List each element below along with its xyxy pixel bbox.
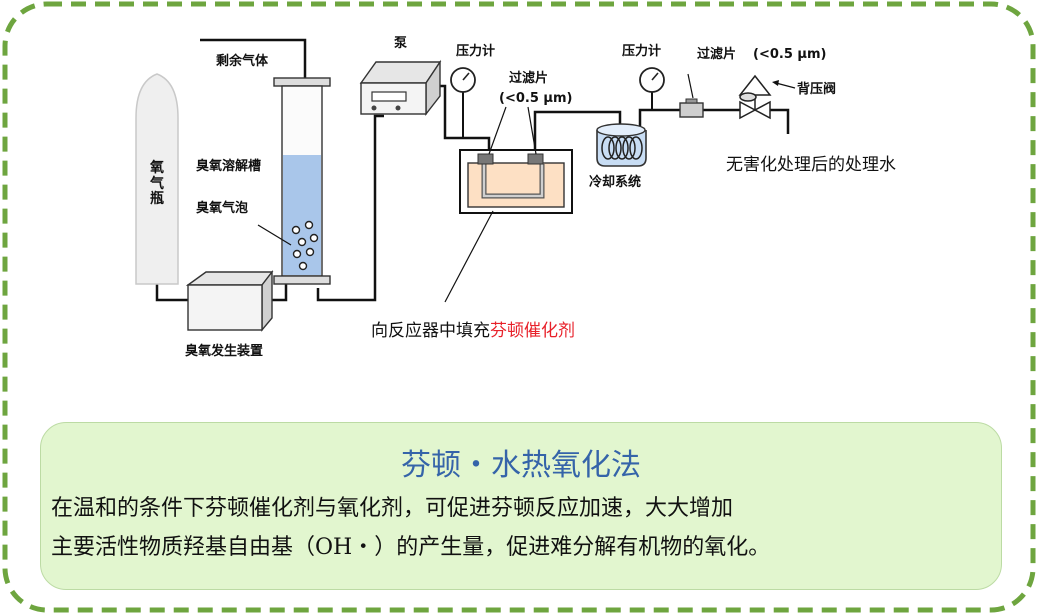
ozone-dissolution-tank <box>273 77 331 285</box>
filter-1-spec: (<0.5 μm) <box>499 91 573 106</box>
pressure-gauge-1-label: 压力计 <box>456 44 496 59</box>
pump-label: 泵 <box>394 36 408 51</box>
ozone-bubbles-label: 臭氧气泡 <box>196 201 249 216</box>
reactor-pointer <box>444 210 494 303</box>
filter-1-label: 过滤片 <box>509 71 549 86</box>
oxygen-bottle-label: 氧气瓶 <box>150 160 164 208</box>
reactor-outlet-pipe <box>533 110 622 160</box>
reactor-note-prefix: 向反应器中填充 <box>371 321 490 341</box>
filter-1b-icon <box>527 153 544 165</box>
cooling-system-label: 冷却系统 <box>589 175 642 190</box>
panel-title: 芬顿・水热氧化法 <box>401 448 641 483</box>
bubble-pointer <box>257 224 292 246</box>
residual-gas-pipe <box>200 38 307 78</box>
cooling-system <box>596 123 647 167</box>
cooling-outlet-pipe <box>638 108 680 126</box>
ozone-generator <box>185 269 274 332</box>
filter-2-spec: (<0.5 μm) <box>753 47 827 62</box>
residual-gas-label: 剩余气体 <box>216 54 269 69</box>
tank-to-pump-pipe <box>316 114 384 302</box>
ozone-bubbles <box>291 220 319 271</box>
treated-water-label: 无害化处理后的处理水 <box>726 155 896 175</box>
back-pressure-valve-icon <box>738 74 772 120</box>
panel-text-line-2: 主要活性物质羟基自由基（OH・）的产生量，促进难分解有机物的氧化。 <box>51 535 771 560</box>
valve-outlet-pipe <box>770 108 790 134</box>
panel-text-line-1: 在温和的条件下芬顿催化剂与氧化剂，可促进芬顿反应加速，大大增加 <box>51 496 734 521</box>
pump <box>359 59 442 117</box>
filter-2-label: 过滤片 <box>697 47 737 62</box>
filter-2-icon <box>679 98 704 118</box>
filter-1-icon <box>477 153 494 165</box>
pressure-gauge-2-label: 压力计 <box>622 44 662 59</box>
oxygen-bottle <box>135 73 179 285</box>
ozone-tank-label: 臭氧溶解槽 <box>196 159 262 174</box>
description-panel: 芬顿・水热氧化法 在温和的条件下芬顿催化剂与氧化剂，可促进芬顿反应加速，大大增加… <box>40 422 1002 590</box>
pressure-gauge-2-icon <box>639 67 665 93</box>
back-pressure-valve-label: 背压阀 <box>797 82 837 97</box>
reactor-note: 向反应器中填充芬顿催化剂 <box>371 323 575 340</box>
reactor-note-highlight: 芬顿催化剂 <box>490 321 575 341</box>
reactor <box>459 149 573 214</box>
ozone-generator-label: 臭氧发生装置 <box>185 344 264 359</box>
oxygen-pipe <box>155 284 188 302</box>
tank-water <box>283 155 321 275</box>
pressure-gauge-1-icon <box>450 67 476 93</box>
